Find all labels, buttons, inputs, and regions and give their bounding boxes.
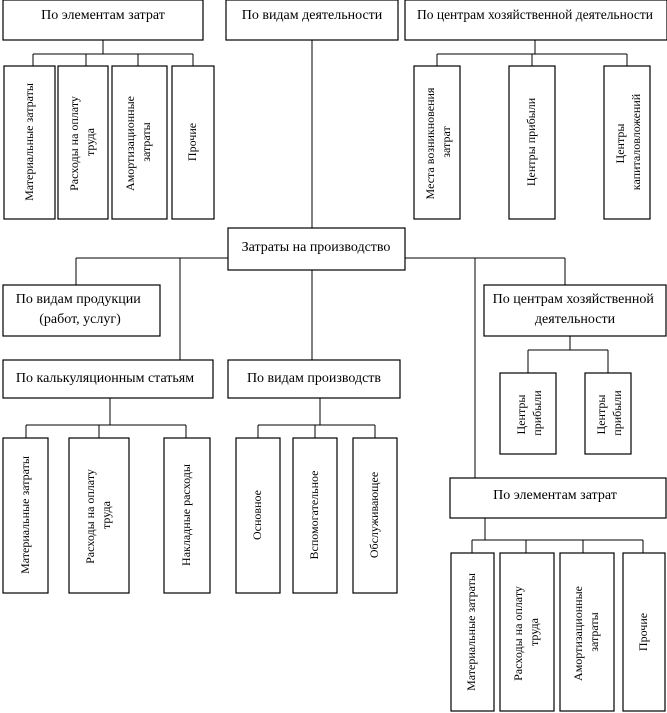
right-profit-center-1-label: Центры прибыли	[514, 390, 544, 436]
costing-item-labor-box	[68, 437, 130, 594]
top-item-depreciation-box	[111, 65, 168, 220]
right-profit-center-2-label: Центры прибыли	[594, 390, 624, 436]
top-item-other-box	[171, 65, 215, 220]
top-responsibility-centers-title: По центрам хозяйственной деятельности	[417, 7, 653, 22]
top-cost-elements-group: По элементам затрат Материальные затраты…	[2, 0, 215, 220]
right-item-depreciation-label: Амортизационные затраты	[571, 583, 601, 681]
top-activity-types-title: По видам деятельности	[242, 8, 383, 23]
product-types-box	[2, 284, 161, 337]
right-item-labor-box	[499, 552, 555, 712]
costing-item-material-label: Материальные затраты	[18, 456, 32, 574]
connectors	[25, 40, 644, 553]
top-item-labor-box	[57, 65, 109, 220]
top-item-cost-origins-box	[413, 65, 461, 220]
top-item-profit-centers-box	[508, 65, 556, 220]
top-item-investment-centers-box	[603, 65, 651, 220]
top-cost-elements-box	[2, 0, 204, 41]
top-item-material-label: Материальные затраты	[22, 83, 36, 201]
production-item-service-box	[352, 437, 398, 594]
costing-item-material-box	[2, 437, 49, 594]
right-item-other-box	[622, 552, 666, 712]
right-cost-elements-box	[449, 477, 667, 519]
costing-item-overhead-label: Накладные расходы	[179, 464, 193, 566]
costing-item-overhead-box	[163, 437, 211, 594]
costing-items-group: По калькуляционным статьям Материальные …	[2, 359, 214, 594]
production-types-box	[227, 359, 401, 399]
production-item-main-label: Основное	[250, 490, 264, 540]
top-cost-elements-title: По элементам затрат	[41, 8, 165, 23]
production-item-auxiliary-label: Вспомогательное	[307, 471, 321, 560]
top-item-depreciation-label: Амортизационные затраты	[123, 93, 153, 191]
top-responsibility-centers-box	[404, 0, 667, 41]
right-item-labor-label: Расходы на оплату труда	[511, 583, 541, 681]
product-types-group: По видам продукции (работ, услуг)	[2, 284, 161, 337]
right-item-material-box	[450, 552, 495, 712]
right-cost-elements-title: По элементам затрат	[493, 488, 617, 503]
right-responsibility-centers-title: По центрам хозяйственной деятельности	[493, 292, 658, 327]
costing-items-box	[2, 359, 214, 399]
top-item-investment-centers-label: Центры капиталовложений	[613, 93, 643, 190]
root-node: Затраты на производство	[227, 227, 406, 271]
top-item-cost-origins-label: Места возникновения затрат	[423, 85, 453, 200]
root-box	[227, 227, 406, 271]
costing-items-title: По калькуляционным статьям	[16, 371, 194, 386]
production-types-group: По видам производств Основное Вспомогате…	[227, 359, 401, 594]
top-responsibility-centers-group: По центрам хозяйственной деятельности Ме…	[404, 0, 667, 220]
right-item-depreciation-box	[559, 552, 615, 712]
right-cost-elements-group: По элементам затрат Материальные затраты…	[449, 477, 667, 712]
production-types-title: По видам производств	[247, 371, 381, 386]
top-item-labor-label: Расходы на оплату труда	[67, 93, 97, 191]
right-profit-center-1-box	[499, 372, 557, 455]
right-item-material-label: Материальные затраты	[464, 573, 478, 691]
top-item-profit-centers-label: Центры прибыли	[524, 97, 538, 186]
product-types-title: По видам продукции (работ, услуг)	[16, 292, 144, 327]
right-responsibility-centers-box	[483, 284, 667, 337]
root-title: Затраты на производство	[242, 240, 391, 255]
costing-item-labor-label: Расходы на оплату труда	[83, 466, 113, 564]
right-profit-center-2-box	[584, 372, 632, 455]
production-item-service-label: Обслуживающее	[367, 472, 381, 558]
top-item-other-label: Прочие	[185, 123, 199, 161]
production-item-main-box	[235, 437, 281, 594]
right-item-other-label: Прочие	[636, 613, 650, 651]
right-responsibility-centers-group: По центрам хозяйственной деятельности Це…	[483, 284, 667, 455]
top-item-material-box	[3, 65, 56, 220]
production-item-auxiliary-box	[292, 437, 338, 594]
top-activity-types-group: По видам деятельности	[225, 0, 399, 41]
top-activity-types-box	[225, 0, 399, 41]
